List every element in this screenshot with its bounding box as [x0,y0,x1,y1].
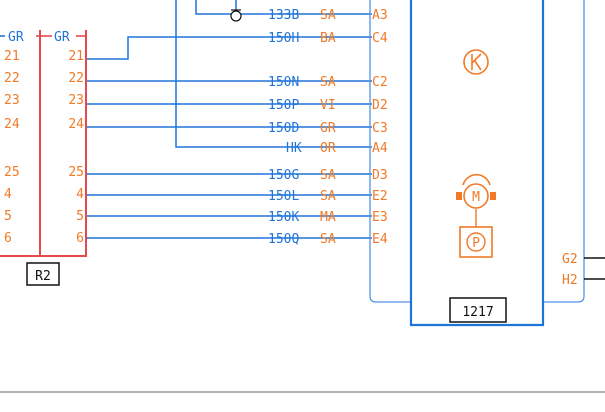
wire-id: 150D [268,121,299,136]
wire-color: GR [320,121,336,136]
wire-labels: 133B SA A3 150H BA C4 150N SA C2 150P VI… [268,8,388,247]
park-label: P [472,236,480,251]
pin-label-right: 21 [68,49,84,64]
wire-pin: A3 [372,8,388,23]
wire-pin: C4 [372,31,388,46]
diode-icon [230,9,242,22]
pin-label-right: 25 [68,165,84,180]
pin-label-left: 25 [4,165,20,180]
k-circle-icon [463,49,489,75]
wire-pin: E4 [372,232,388,247]
pin-label-right: 23 [68,93,84,108]
module-pin-g2: G2 [562,252,578,267]
wire-pin: C3 [372,121,388,136]
wire-color: SA [320,8,336,23]
wire-id: 150Q [268,232,299,247]
wire-id: 150G [268,168,299,183]
connector-label: R2 [35,269,51,284]
wire-pin: C2 [372,75,388,90]
module-label: 1217 [462,305,493,320]
wire-color: SA [320,75,336,90]
connector-right-header: GR [54,30,70,45]
pin-label-left: 4 [4,187,12,202]
connector-left-header: GR [8,30,24,45]
wire-id: 150K [268,210,299,225]
wire-id: 150N [268,75,299,90]
wire-id: 150L [268,189,299,204]
connector-label-box [26,262,60,286]
wire-id: 150P [268,98,299,113]
wire-id: 150H [268,31,299,46]
motor-icon: M [456,173,496,209]
pin-label-left: 22 [4,71,20,86]
wire-color: OR [320,141,336,156]
pin-label-left: 24 [4,117,20,132]
wire-color: SA [320,189,336,204]
wire-color: SA [320,232,336,247]
wire-id: HK [286,141,302,156]
pin-label-right: 6 [76,231,84,246]
pin-label-left: 6 [4,231,12,246]
motor-label: M [472,190,480,205]
wire-pin: E2 [372,189,388,204]
wire-color: MA [320,210,336,225]
pin-label-left: 5 [4,209,12,224]
pin-label-right: 5 [76,209,84,224]
pin-label-left: 23 [4,93,20,108]
pin-label-right: 24 [68,117,84,132]
pin-label-right: 4 [76,187,84,202]
module-label-box [449,297,507,323]
module-pin-h2: H2 [562,273,578,288]
connector-r2: GR GR 21 22 23 24 25 4 5 6 21 22 23 24 2… [0,30,87,286]
wire-pin: E3 [372,210,388,225]
wire-lines [87,0,372,239]
wire-pin: D2 [372,98,388,113]
park-brake-icon: P [459,209,493,258]
module-right-pins: G2 H2 [562,252,605,288]
module-outline [369,0,585,327]
pin-label-right: 22 [68,71,84,86]
pin-label-left: 21 [4,49,20,64]
wire-color: BA [320,31,336,46]
wire-id: 133B [268,8,299,23]
wire-pin: A4 [372,141,388,156]
wire-pin: D3 [372,168,388,183]
wire-color: VI [320,98,336,113]
wire-color: SA [320,168,336,183]
